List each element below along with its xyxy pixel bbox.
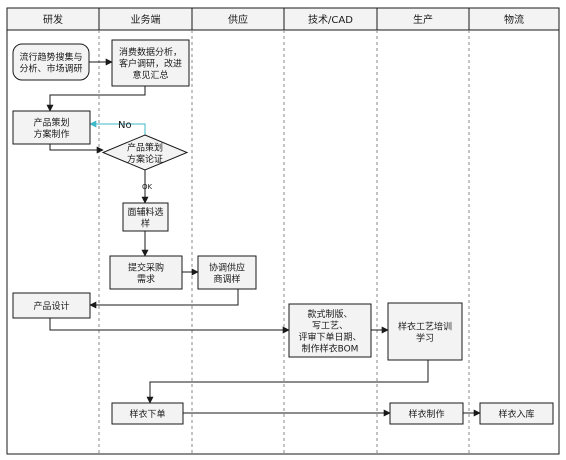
node-label: 样衣工艺培训 xyxy=(398,320,452,332)
node-label: 需求 xyxy=(137,273,155,285)
node-label: 流行趋势搜集与 xyxy=(19,51,82,63)
node-label: 制作样衣BOM xyxy=(302,342,359,354)
lane-header: 供应 xyxy=(228,13,248,26)
process-box xyxy=(111,402,184,425)
node-label: 提交采购 xyxy=(128,261,164,273)
node-label: 样衣制作 xyxy=(408,408,444,420)
process-box xyxy=(12,110,91,145)
node-label: 消费数据分析， xyxy=(119,46,182,58)
lane-header: 研发 xyxy=(43,13,63,26)
node-label: 产品策划 xyxy=(33,116,69,128)
node-label: 分析、市场调研 xyxy=(19,62,82,74)
process-box xyxy=(12,43,90,81)
process-nodes: 流行趋势搜集与分析、市场调研消费数据分析，客户调研，改进意见汇总产品策划方案制作… xyxy=(12,39,554,425)
node-label: 样衣入库 xyxy=(498,408,534,420)
edge-design-to-patternmaking xyxy=(49,318,290,334)
process-box xyxy=(111,39,190,87)
edge-review-no-to-planning xyxy=(89,120,146,135)
edge-label-no: No xyxy=(118,120,132,131)
process-box xyxy=(387,302,463,361)
node-label: 方案制作 xyxy=(33,128,69,140)
decision-diamond xyxy=(101,134,189,171)
node-label: 商调样 xyxy=(213,273,240,285)
process-box xyxy=(122,202,169,232)
node-label: 样衣下单 xyxy=(129,408,165,420)
process-box xyxy=(109,255,183,290)
process-box xyxy=(479,402,554,425)
node-label: 产品设计 xyxy=(33,300,69,312)
node-product-design: 产品设计 xyxy=(12,292,91,319)
process-box xyxy=(12,292,91,319)
node-label: 写工艺、 xyxy=(312,320,348,331)
node-label: 意见汇总 xyxy=(132,69,168,81)
node-sample-order: 样衣下单 xyxy=(111,402,184,425)
node-label: 协调供应 xyxy=(209,261,245,273)
lane-header: 技术/CAD xyxy=(308,13,353,26)
edge-training-to-order xyxy=(146,360,429,404)
process-box xyxy=(288,303,372,358)
node-label: 面辅料选 xyxy=(127,206,163,218)
node-label: 学习 xyxy=(416,332,434,344)
node-label: 评审下单日期、 xyxy=(298,331,361,343)
lane-header: 生产 xyxy=(413,13,433,26)
node-label: 产品策划 xyxy=(127,141,163,153)
header-band xyxy=(6,7,560,31)
node-label: 方案论证 xyxy=(127,153,163,165)
edge-analysis-to-planning xyxy=(46,86,146,112)
node-pattern-making: 款式制版、写工艺、评审下单日期、制作样衣BOM xyxy=(288,303,372,358)
node-sample-storage: 样衣入库 xyxy=(479,402,554,425)
swimlane-frame xyxy=(6,7,560,455)
lane-header: 物流 xyxy=(504,13,524,26)
process-box xyxy=(389,402,464,425)
node-sample-production: 样衣制作 xyxy=(389,402,464,425)
node-label: 款式制版、 xyxy=(307,308,352,320)
node-label: 客户调研，改进 xyxy=(119,58,182,70)
edge-supplier-to-design xyxy=(89,289,239,309)
node-label: 样 xyxy=(141,217,150,229)
lane-header: 业务端 xyxy=(131,13,161,26)
process-box xyxy=(197,255,257,290)
lane-headers: 研发 业务端 供应 技术/CAD 生产 物流 xyxy=(43,8,524,454)
edge-label-ok: OK xyxy=(142,183,153,191)
edge-planning-to-review xyxy=(49,144,104,154)
